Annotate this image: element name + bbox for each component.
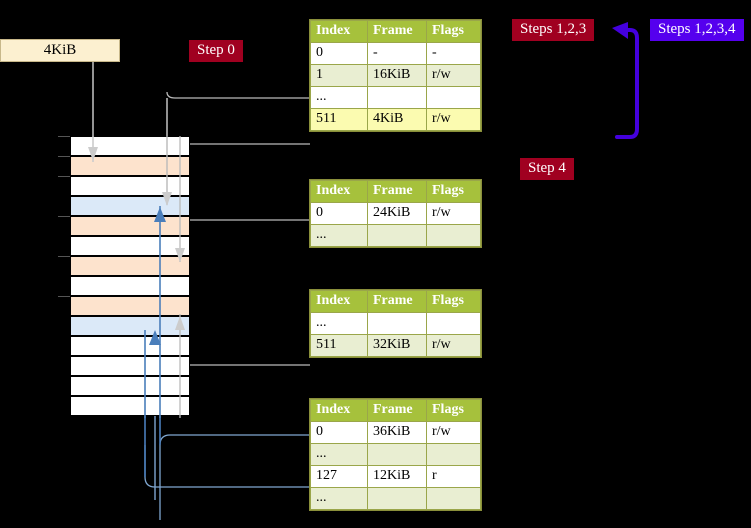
memory-row xyxy=(70,136,190,156)
cell-frame xyxy=(367,224,427,247)
cell-index: ... xyxy=(310,86,368,109)
cell-frame xyxy=(367,86,427,109)
memory-row xyxy=(70,336,190,356)
cell-frame xyxy=(367,443,427,466)
cell-frame: 12KiB xyxy=(367,465,427,488)
cell-frame: 24KiB xyxy=(367,202,427,225)
cell-index: ... xyxy=(310,443,368,466)
memory-row xyxy=(70,276,190,296)
table-row: ... xyxy=(310,86,481,109)
memory-tick xyxy=(58,176,70,177)
column-header-flags: Flags xyxy=(426,399,481,422)
memory-tick xyxy=(58,256,70,257)
table-row: 511 4KiB r/w xyxy=(310,108,481,131)
column-header-flags: Flags xyxy=(426,20,481,43)
memory-tick xyxy=(58,136,70,137)
memory-row xyxy=(70,176,190,196)
memory-tick xyxy=(58,216,70,217)
cell-index: 511 xyxy=(310,334,368,357)
cell-index: ... xyxy=(310,224,368,247)
cell-index: 511 xyxy=(310,108,368,131)
table-row: 127 12KiB r xyxy=(310,465,481,488)
cell-flags: - xyxy=(426,42,481,65)
cell-frame: 32KiB xyxy=(367,334,427,357)
cell-index: 127 xyxy=(310,465,368,488)
cell-index: 0 xyxy=(310,202,368,225)
table-row: ... xyxy=(310,443,481,466)
cell-flags xyxy=(426,312,481,335)
cell-frame xyxy=(367,487,427,510)
cell-flags: r/w xyxy=(426,108,481,131)
cell-index: 0 xyxy=(310,42,368,65)
memory-row xyxy=(70,316,190,336)
page-table-pd: Index Frame Flags ... 511 32KiB r/w xyxy=(310,290,481,357)
memory-row xyxy=(70,236,190,256)
cell-frame: - xyxy=(367,42,427,65)
table-row: 1 16KiB r/w xyxy=(310,64,481,87)
cell-frame: 36KiB xyxy=(367,421,427,444)
frame-4kib-label: 4KiB xyxy=(43,42,77,58)
cell-index: 1 xyxy=(310,64,368,87)
cell-index: ... xyxy=(310,312,368,335)
cell-flags: r/w xyxy=(426,64,481,87)
page-table-pml4: Index Frame Flags 0 - - 1 16KiB r/w ... xyxy=(310,20,481,131)
column-header-index: Index xyxy=(310,20,368,43)
table-header-row: Index Frame Flags xyxy=(310,20,481,43)
memory-row xyxy=(70,216,190,236)
table-header-row: Index Frame Flags xyxy=(310,399,481,422)
frame-4kib-box: 4KiB xyxy=(0,39,120,62)
page-table-pdp: Index Frame Flags 0 24KiB r/w ... xyxy=(310,180,481,247)
column-header-frame: Frame xyxy=(367,180,427,203)
memory-row xyxy=(70,376,190,396)
memory-tick xyxy=(58,296,70,297)
table-row: 511 32KiB r/w xyxy=(310,334,481,357)
column-header-index: Index xyxy=(310,180,368,203)
cell-frame: 16KiB xyxy=(367,64,427,87)
table-row: 0 36KiB r/w xyxy=(310,421,481,444)
column-header-frame: Frame xyxy=(367,399,427,422)
column-header-index: Index xyxy=(310,290,368,313)
memory-row xyxy=(70,156,190,176)
cell-flags: r xyxy=(426,465,481,488)
memory-row xyxy=(70,356,190,376)
label-steps-1234: Steps 1,2,3,4 xyxy=(650,19,744,41)
label-step-0: Step 0 xyxy=(189,40,243,62)
cell-index: ... xyxy=(310,487,368,510)
table-row: ... xyxy=(310,312,481,335)
cell-flags xyxy=(426,224,481,247)
cell-flags: r/w xyxy=(426,334,481,357)
memory-grid xyxy=(58,136,190,418)
memory-tick xyxy=(58,156,70,157)
table-header-row: Index Frame Flags xyxy=(310,290,481,313)
cell-flags: r/w xyxy=(426,202,481,225)
column-header-frame: Frame xyxy=(367,290,427,313)
label-step-4: Step 4 xyxy=(520,158,574,180)
cell-flags xyxy=(426,443,481,466)
memory-row xyxy=(70,196,190,216)
table-row: ... xyxy=(310,224,481,247)
page-table-pt: Index Frame Flags 0 36KiB r/w ... 127 12… xyxy=(310,399,481,510)
column-header-flags: Flags xyxy=(426,180,481,203)
label-steps-123: Steps 1,2,3 xyxy=(512,19,595,41)
memory-row xyxy=(70,396,190,416)
table-row: ... xyxy=(310,487,481,510)
cell-flags xyxy=(426,487,481,510)
cell-frame: 4KiB xyxy=(367,108,427,131)
cell-flags: r/w xyxy=(426,421,481,444)
cell-flags xyxy=(426,86,481,109)
cell-index: 0 xyxy=(310,421,368,444)
column-header-index: Index xyxy=(310,399,368,422)
column-header-flags: Flags xyxy=(426,290,481,313)
column-header-frame: Frame xyxy=(367,20,427,43)
table-header-row: Index Frame Flags xyxy=(310,180,481,203)
memory-row xyxy=(70,256,190,276)
cell-frame xyxy=(367,312,427,335)
memory-row xyxy=(70,296,190,316)
table-row: 0 - - xyxy=(310,42,481,65)
table-row: 0 24KiB r/w xyxy=(310,202,481,225)
